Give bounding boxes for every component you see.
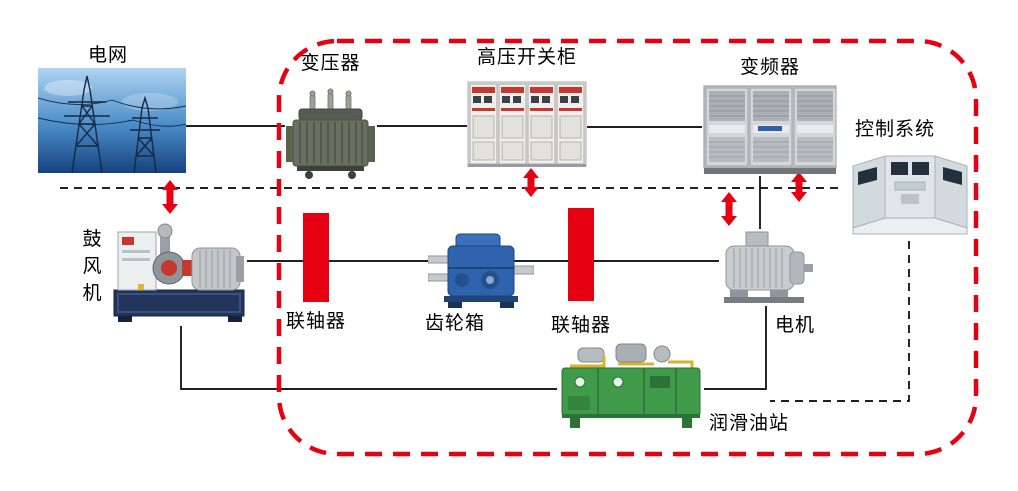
coupling-right-label: 联轴器	[550, 315, 611, 336]
gearbox-label: 齿轮箱	[424, 313, 485, 334]
lube-station-label: 润滑油站	[708, 413, 789, 434]
switchgear-image	[467, 78, 587, 170]
transformer-image	[283, 84, 378, 180]
coupling-left-block	[303, 213, 329, 302]
red-arrow-vfd-motor	[721, 192, 737, 226]
blower-label: 鼓风机	[82, 229, 102, 304]
motor-label: 电机	[774, 315, 815, 336]
transformer-label: 变压器	[300, 53, 361, 74]
grid-label: 电网	[87, 45, 128, 66]
lube-station-image	[558, 338, 704, 430]
gearbox-image	[428, 222, 534, 310]
coupling-right-block	[568, 208, 594, 301]
vfd-label: 变频器	[739, 57, 800, 78]
control-system-image	[845, 152, 975, 240]
control-system-label: 控制系统	[854, 119, 935, 140]
dashed-connections	[60, 187, 910, 402]
red-arrow-switchgear-bus	[523, 168, 539, 197]
red-arrow-vfd-bus	[791, 172, 807, 202]
coupling-left-label: 联轴器	[285, 311, 346, 332]
power-grid-image	[38, 68, 186, 173]
motor-image	[718, 228, 814, 306]
blower-image	[112, 210, 248, 326]
vfd-image	[702, 84, 838, 176]
red-arrow-grid-blower	[162, 180, 178, 214]
system-boundary-dashed-border	[276, 38, 979, 457]
switchgear-label: 高压开关柜	[476, 47, 577, 68]
